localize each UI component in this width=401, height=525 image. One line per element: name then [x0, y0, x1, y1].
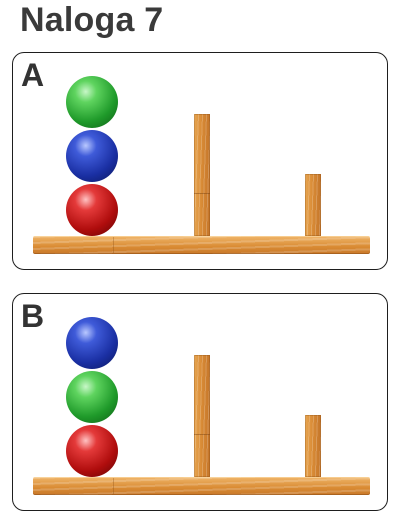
green-ball: [66, 371, 118, 423]
red-ball: [66, 184, 118, 236]
tall-peg: [194, 355, 210, 477]
red-ball: [66, 425, 118, 477]
short-peg: [305, 415, 321, 477]
green-ball: [66, 76, 118, 128]
wooden-base: [33, 236, 370, 254]
wooden-base: [33, 477, 370, 495]
option-label: A: [21, 57, 45, 93]
tall-peg: [194, 114, 210, 236]
short-peg: [305, 174, 321, 236]
option-a-card[interactable]: A: [12, 52, 388, 270]
option-label: B: [21, 298, 45, 334]
blue-ball: [66, 130, 118, 182]
blue-ball: [66, 317, 118, 369]
option-b-card[interactable]: B: [12, 293, 388, 511]
page-title: Naloga 7: [20, 1, 164, 39]
